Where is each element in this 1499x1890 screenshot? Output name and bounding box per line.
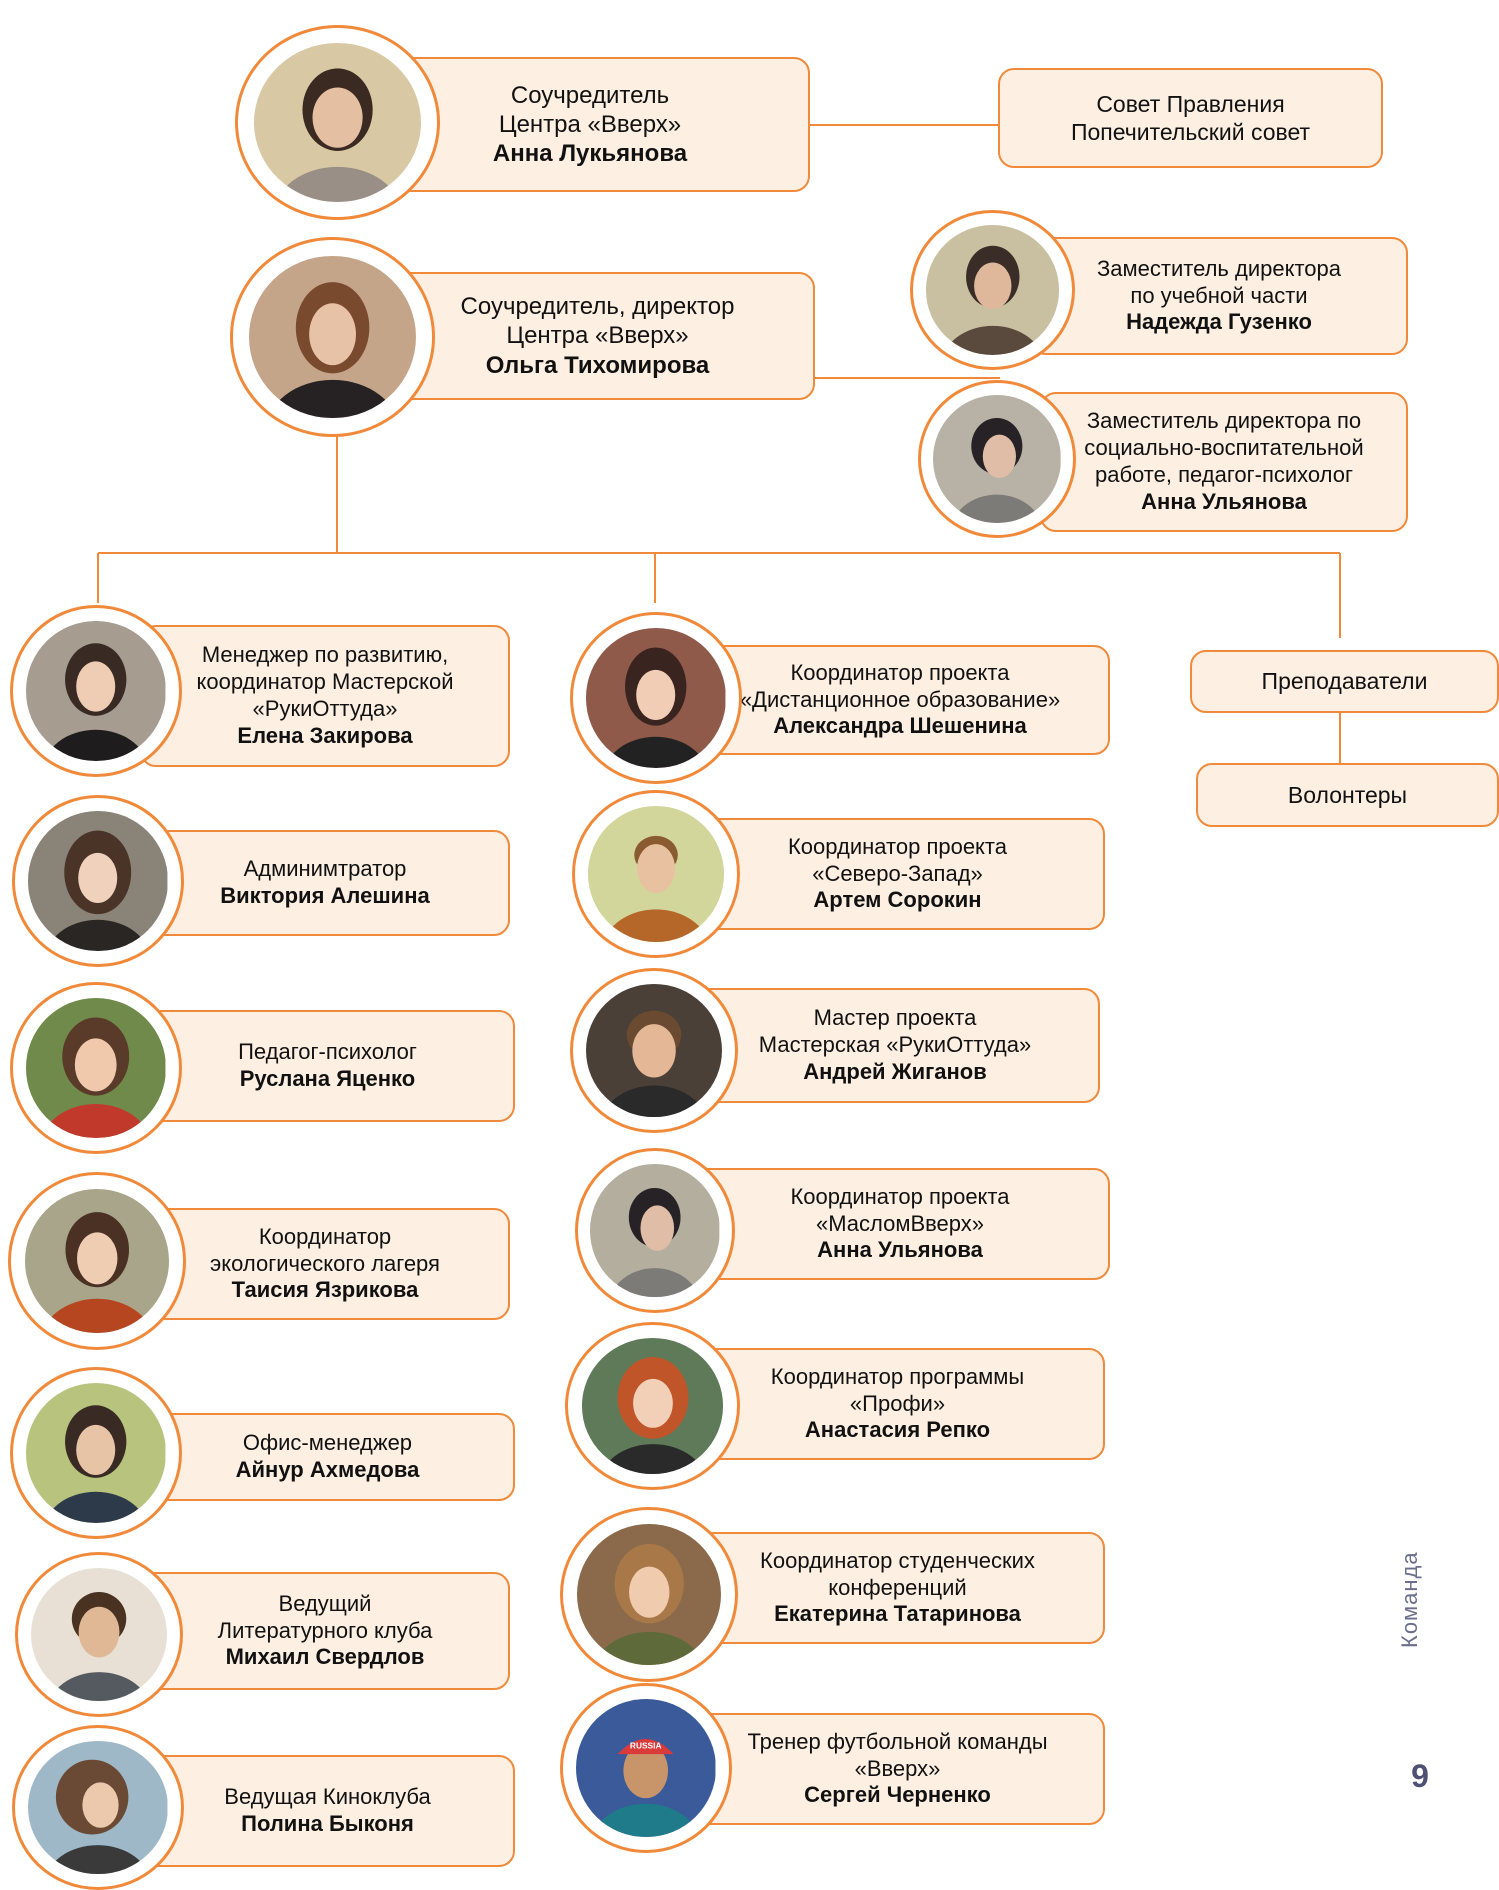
person-name: Ольга Тихомирова: [485, 351, 710, 379]
avatar: [575, 1148, 735, 1313]
person-name: Анна Ульянова: [1141, 488, 1307, 514]
role-box: Менеджер по развитию, координатор Мастер…: [140, 625, 510, 767]
role-line: Соучредитель, директор: [460, 293, 735, 321]
role-line: конференций: [828, 1574, 967, 1600]
role-box: Ведущая Киноклуба Полина Быконя: [140, 1755, 515, 1867]
avatar: RUSSIA: [560, 1683, 732, 1853]
person-name: Артем Сорокин: [813, 887, 982, 913]
role-line: Координатор: [258, 1223, 392, 1249]
person-name: Сергей Черненко: [804, 1782, 991, 1808]
role-line: Центра «Вверх»: [506, 322, 689, 350]
board-of-trustees-box: Совет Правления Попечительский совет: [998, 68, 1383, 168]
role-box: Координатор проекта «МасломВверх» Анна У…: [690, 1168, 1110, 1280]
role-line: Админимтратор: [243, 856, 407, 882]
avatar: [560, 1507, 738, 1682]
cap-logo: RUSSIA: [630, 1741, 662, 1751]
role-line: Ведущий: [278, 1590, 372, 1616]
role-line: Заместитель директора по: [1086, 408, 1362, 434]
role-line: Мастер проекта: [813, 1005, 977, 1031]
role-box: Педагог-психолог Руслана Яценко: [140, 1010, 515, 1122]
person-name: Надежда Гузенко: [1126, 309, 1312, 335]
role-box: Заместитель директора по учебной части Н…: [1030, 237, 1408, 355]
role-box: Ведущий Литературного клуба Михаил Сверд…: [140, 1572, 510, 1690]
person-name: Екатерина Татаринова: [774, 1601, 1021, 1627]
role-line: «Дистанционное образование»: [739, 686, 1061, 712]
role-line: координатор Мастерской: [196, 669, 454, 695]
board-line: Совет Правления: [1096, 90, 1285, 117]
person-name: Виктория Алешина: [220, 883, 430, 908]
role-box: Координатор проекта «Северо-Запад» Артем…: [690, 818, 1105, 930]
role-line: «РукиОттуда»: [252, 696, 398, 721]
role-box: Мастер проекта Мастерская «РукиОттуда» А…: [690, 988, 1100, 1103]
role-line: «Вверх»: [854, 1755, 941, 1781]
role-line: Педагог-психолог: [238, 1039, 417, 1065]
role-line: Ведущая Киноклуба: [224, 1784, 431, 1810]
role-line: Соучредитель: [510, 81, 670, 109]
trustees-line: Попечительский совет: [1070, 119, 1311, 145]
person-name: Александра Шешенина: [773, 713, 1027, 739]
avatar: [572, 790, 740, 958]
avatar: [10, 1367, 182, 1539]
avatar: [12, 1725, 184, 1890]
role-line: Координатор проекта: [790, 1183, 1010, 1209]
role-line: «МасломВверх»: [815, 1210, 985, 1236]
person-name: Анастасия Репко: [804, 1417, 991, 1443]
teachers-label: Преподаватели: [1261, 668, 1428, 695]
role-line: Литературного клуба: [217, 1617, 433, 1643]
role-box: Координатор студенческих конференций Ека…: [690, 1532, 1105, 1644]
volunteers-box: Волонтеры: [1196, 763, 1499, 827]
role-line: Центра «Вверх»: [498, 110, 682, 138]
avatar: [565, 1322, 740, 1490]
avatar: [15, 1552, 183, 1717]
role-box: Координатор проекта «Дистанционное образ…: [690, 645, 1110, 755]
avatar: [10, 982, 182, 1154]
person-name: Таисия Язрикова: [231, 1277, 419, 1303]
role-line: Координатор программы: [770, 1363, 1025, 1389]
role-line: Тренер футбольной команды: [747, 1728, 1048, 1754]
avatar: [910, 210, 1075, 370]
role-box: Тренер футбольной команды «Вверх» Сергей…: [690, 1713, 1105, 1825]
role-line: «Северо-Запад»: [812, 860, 983, 886]
role-box: Координатор экологического лагеря Таисия…: [140, 1208, 510, 1320]
role-box: Соучредитель, директор Центра «Вверх» Ол…: [380, 272, 815, 400]
person-name: Андрей Жиганов: [803, 1058, 987, 1084]
avatar: [570, 968, 738, 1133]
person-name: Полина Быконя: [241, 1811, 414, 1836]
avatar: [570, 612, 742, 784]
role-box: Офис-менеджер Айнур Ахмедова: [140, 1413, 515, 1501]
teachers-box: Преподаватели: [1190, 650, 1499, 713]
role-line: Менеджер по развитию,: [201, 642, 449, 668]
role-box: Координатор программы «Профи» Анастасия …: [690, 1348, 1105, 1460]
person-name: Айнур Ахмедова: [235, 1457, 420, 1482]
role-line: экологического лагеря: [210, 1250, 440, 1276]
avatar: [8, 1172, 186, 1350]
role-line: социально-воспитательной: [1084, 435, 1364, 461]
volunteers-label: Волонтеры: [1287, 781, 1408, 808]
person-name: Михаил Свердлов: [225, 1644, 425, 1670]
role-line: работе, педагог-психолог: [1094, 462, 1353, 487]
role-line: Координатор проекта: [787, 833, 1007, 859]
page-number: 9: [1411, 1758, 1429, 1794]
role-line: Мастерская «РукиОттуда»: [758, 1032, 1032, 1058]
avatar: [10, 605, 182, 777]
role-box: Соучредитель Центра «Вверх» Анна Лукьяно…: [370, 57, 810, 192]
section-label: Команда: [1397, 1551, 1422, 1649]
person-name: Руслана Яценко: [239, 1066, 416, 1091]
role-line: Координатор проекта: [790, 659, 1010, 685]
role-line: «Профи»: [849, 1390, 946, 1416]
person-name: Анна Лукьянова: [492, 140, 688, 168]
role-line: Заместитель директора: [1097, 255, 1341, 281]
role-line: по учебной части: [1130, 282, 1308, 308]
role-box: Заместитель директора по социально-воспи…: [1040, 392, 1408, 532]
person-name: Анна Ульянова: [817, 1237, 983, 1263]
avatar: [918, 380, 1076, 538]
avatar: [235, 25, 440, 220]
person-name: Елена Закирова: [237, 722, 413, 748]
avatar: [230, 237, 435, 437]
role-box: Админимтратор Виктория Алешина: [140, 830, 510, 936]
avatar: [12, 795, 184, 967]
role-line: Координатор студенческих: [760, 1547, 1035, 1573]
role-line: Офис-менеджер: [242, 1430, 413, 1456]
